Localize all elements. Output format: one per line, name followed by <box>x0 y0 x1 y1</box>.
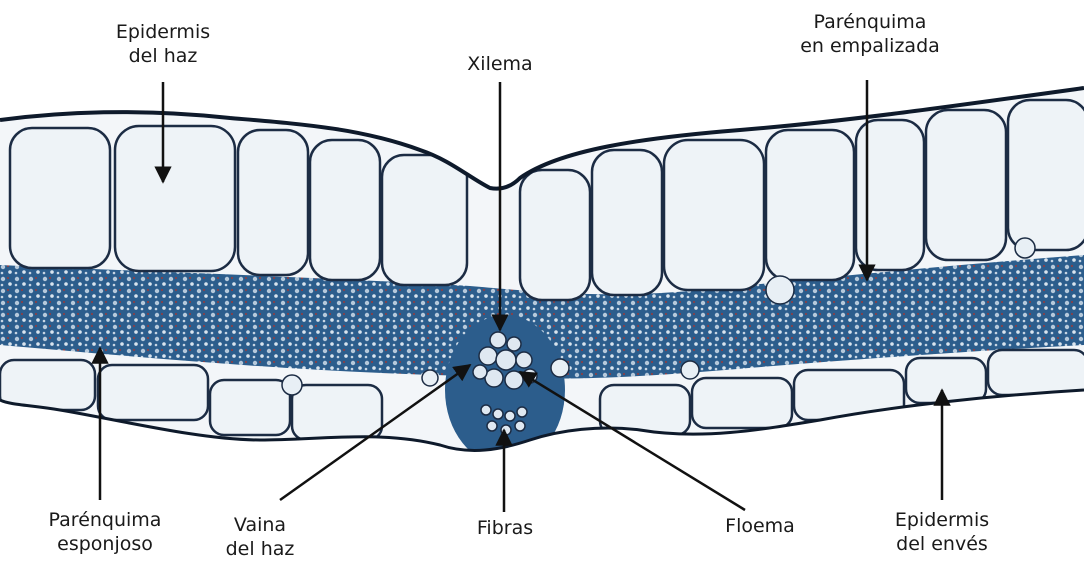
label-line: esponjoso <box>30 532 180 556</box>
label-line: Xilema <box>440 52 560 76</box>
label-vaina-del-haz: Vaina del haz <box>200 513 320 561</box>
label-line: en empalizada <box>780 34 960 58</box>
label-line: Epidermis <box>872 508 1012 532</box>
label-epidermis-del-haz: Epidermis del haz <box>93 20 233 68</box>
label-fibras: Fibras <box>450 516 560 540</box>
label-line: Vaina <box>200 513 320 537</box>
label-epidermis-del-enves: Epidermis del envés <box>872 508 1012 556</box>
label-line: Epidermis <box>93 20 233 44</box>
label-floema: Floema <box>705 514 815 538</box>
label-line: del haz <box>93 44 233 68</box>
label-line: Floema <box>705 514 815 538</box>
label-line: Parénquima <box>30 508 180 532</box>
label-xilema: Xilema <box>440 52 560 76</box>
label-line: Parénquima <box>780 10 960 34</box>
label-parenquima-empalizada: Parénquima en empalizada <box>780 10 960 58</box>
label-line: Fibras <box>450 516 560 540</box>
label-line: del haz <box>200 537 320 561</box>
label-parenquima-esponjoso: Parénquima esponjoso <box>30 508 180 556</box>
label-line: del envés <box>872 532 1012 556</box>
